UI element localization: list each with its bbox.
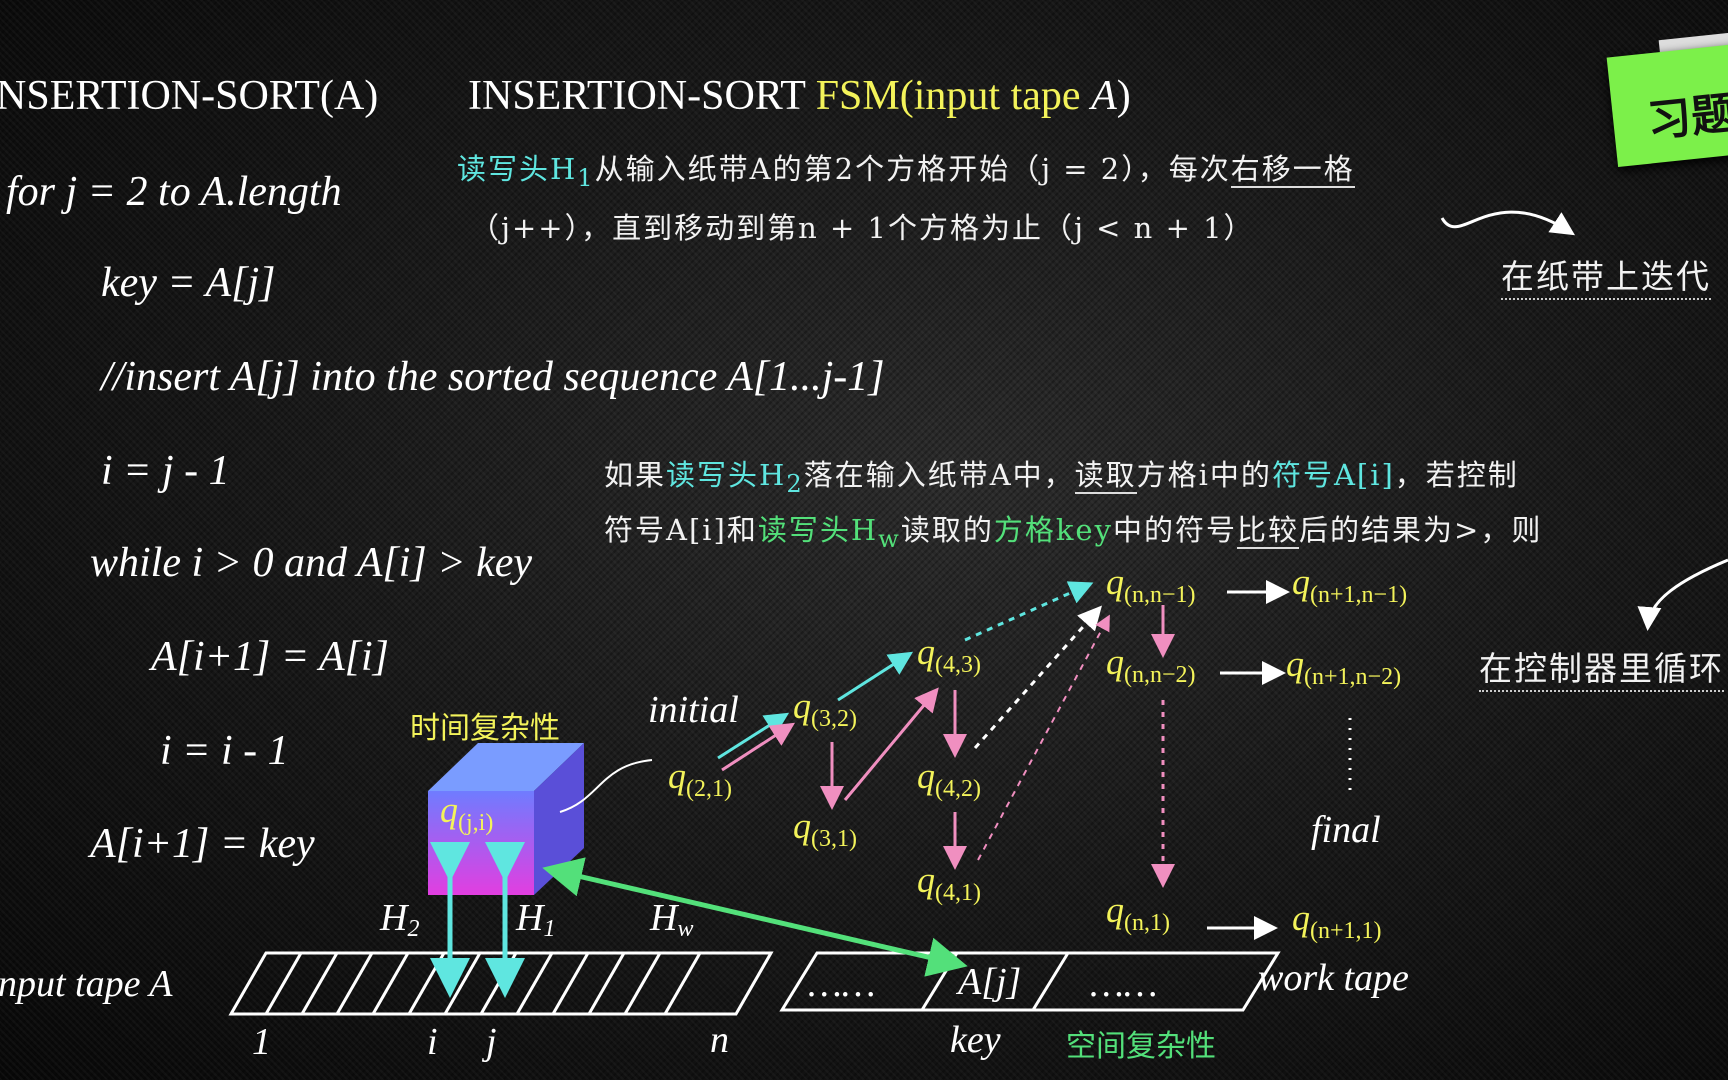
- side-label-iterate: 在纸带上迭代: [1501, 250, 1711, 300]
- state-q-4-2: q(4,2): [917, 756, 981, 802]
- edge-32-43: [837, 651, 914, 702]
- code-line-6: A[i+1] = A[i]: [151, 634, 389, 680]
- state-q-2-1: q(2,1): [668, 756, 732, 802]
- state-q-n-n-1: q(n,n−1): [1106, 562, 1196, 608]
- state-q-4-3: q(4,3): [917, 632, 981, 678]
- final-label: final: [1311, 809, 1381, 851]
- code-line-5: while i > 0 and A[i] > key: [90, 540, 533, 586]
- cube-link: [559, 759, 653, 813]
- time-complexity-label: 时间复杂性: [410, 711, 560, 746]
- state-q-3-1: q(3,1): [793, 806, 857, 852]
- work-tape-cell-key: A[j]: [955, 961, 1021, 1003]
- edge-21-32-pink: [721, 722, 796, 772]
- work-tape-label: work tape: [1258, 957, 1409, 999]
- note-line-1: 读写头H1从输入纸带A的第2个方格开始（j = 2），每次右移一格: [457, 152, 1355, 192]
- code-line-2: key = A[j]: [101, 260, 276, 306]
- edge-41-nn1: [977, 614, 1110, 861]
- fsm-title: INSERTION-SORT FSM(input tape A): [468, 73, 1131, 119]
- note2-line-1: 如果读写头H2落在输入纸带A中，读取方格i中的符号A[i]，若控制: [604, 458, 1519, 498]
- note-line-2: （j++），直到移动到第n + 1个方格为止（j < n + 1）: [470, 211, 1255, 245]
- state-q-n1-n-1: q(n+1,n−1): [1292, 562, 1407, 608]
- input-tape: [228, 951, 774, 1016]
- pseudocode-title: NSERTION-SORT(A): [0, 73, 379, 119]
- state-q-n1-n-2: q(n+1,n−2): [1286, 644, 1401, 690]
- state-q-n-n-2: q(n,n−2): [1106, 642, 1196, 688]
- head-H1-label: H1: [515, 897, 555, 942]
- edge-31-43: [843, 687, 939, 801]
- tape-index-i: i: [427, 1021, 438, 1063]
- head-Hw-arrow: [542, 857, 968, 977]
- space-complexity-label: 空间复杂性: [1066, 1029, 1216, 1064]
- work-tape-dots-1: ……: [808, 963, 876, 1005]
- head-Hw-label: Hw: [649, 897, 693, 942]
- code-line-4: i = j - 1: [101, 448, 230, 494]
- curvy-arrow-2: [1637, 558, 1728, 631]
- edge-42-nn1: [973, 605, 1102, 749]
- tape-index-n: n: [710, 1019, 729, 1061]
- curvy-arrow-1: [1440, 210, 1576, 236]
- input-tape-label: nput tape A: [0, 963, 173, 1005]
- code-line-1: for j = 2 to A.length: [6, 169, 342, 215]
- tape-index-j: j: [481, 1021, 497, 1063]
- state-q-3-2: q(3,2): [793, 686, 857, 732]
- tape-index-1: 1: [252, 1021, 271, 1063]
- code-line-3: //insert A[j] into the sorted sequence A…: [101, 354, 885, 400]
- state-q-n1-1: q(n+1,1): [1292, 898, 1382, 944]
- state-q-n-1: q(n,1): [1106, 890, 1170, 936]
- work-tape-dots-2: ……: [1090, 963, 1158, 1005]
- state-q-4-1: q(4,1): [917, 860, 981, 906]
- initial-label: initial: [648, 689, 739, 731]
- head-H2-label: H2: [379, 897, 419, 942]
- edge-43-nn1: [964, 581, 1094, 642]
- note2-line-2: 符号A[i]和读写头Hw读取的方格key中的符号比较后的结果为>，则: [604, 513, 1543, 553]
- code-line-8: A[i+1] = key: [90, 821, 315, 867]
- side-label-loop: 在控制器里循环: [1479, 642, 1724, 692]
- tape-index-key: key: [950, 1019, 1001, 1061]
- state-q-ji: q(j,i): [440, 790, 493, 836]
- code-line-7: i = i - 1: [160, 728, 289, 774]
